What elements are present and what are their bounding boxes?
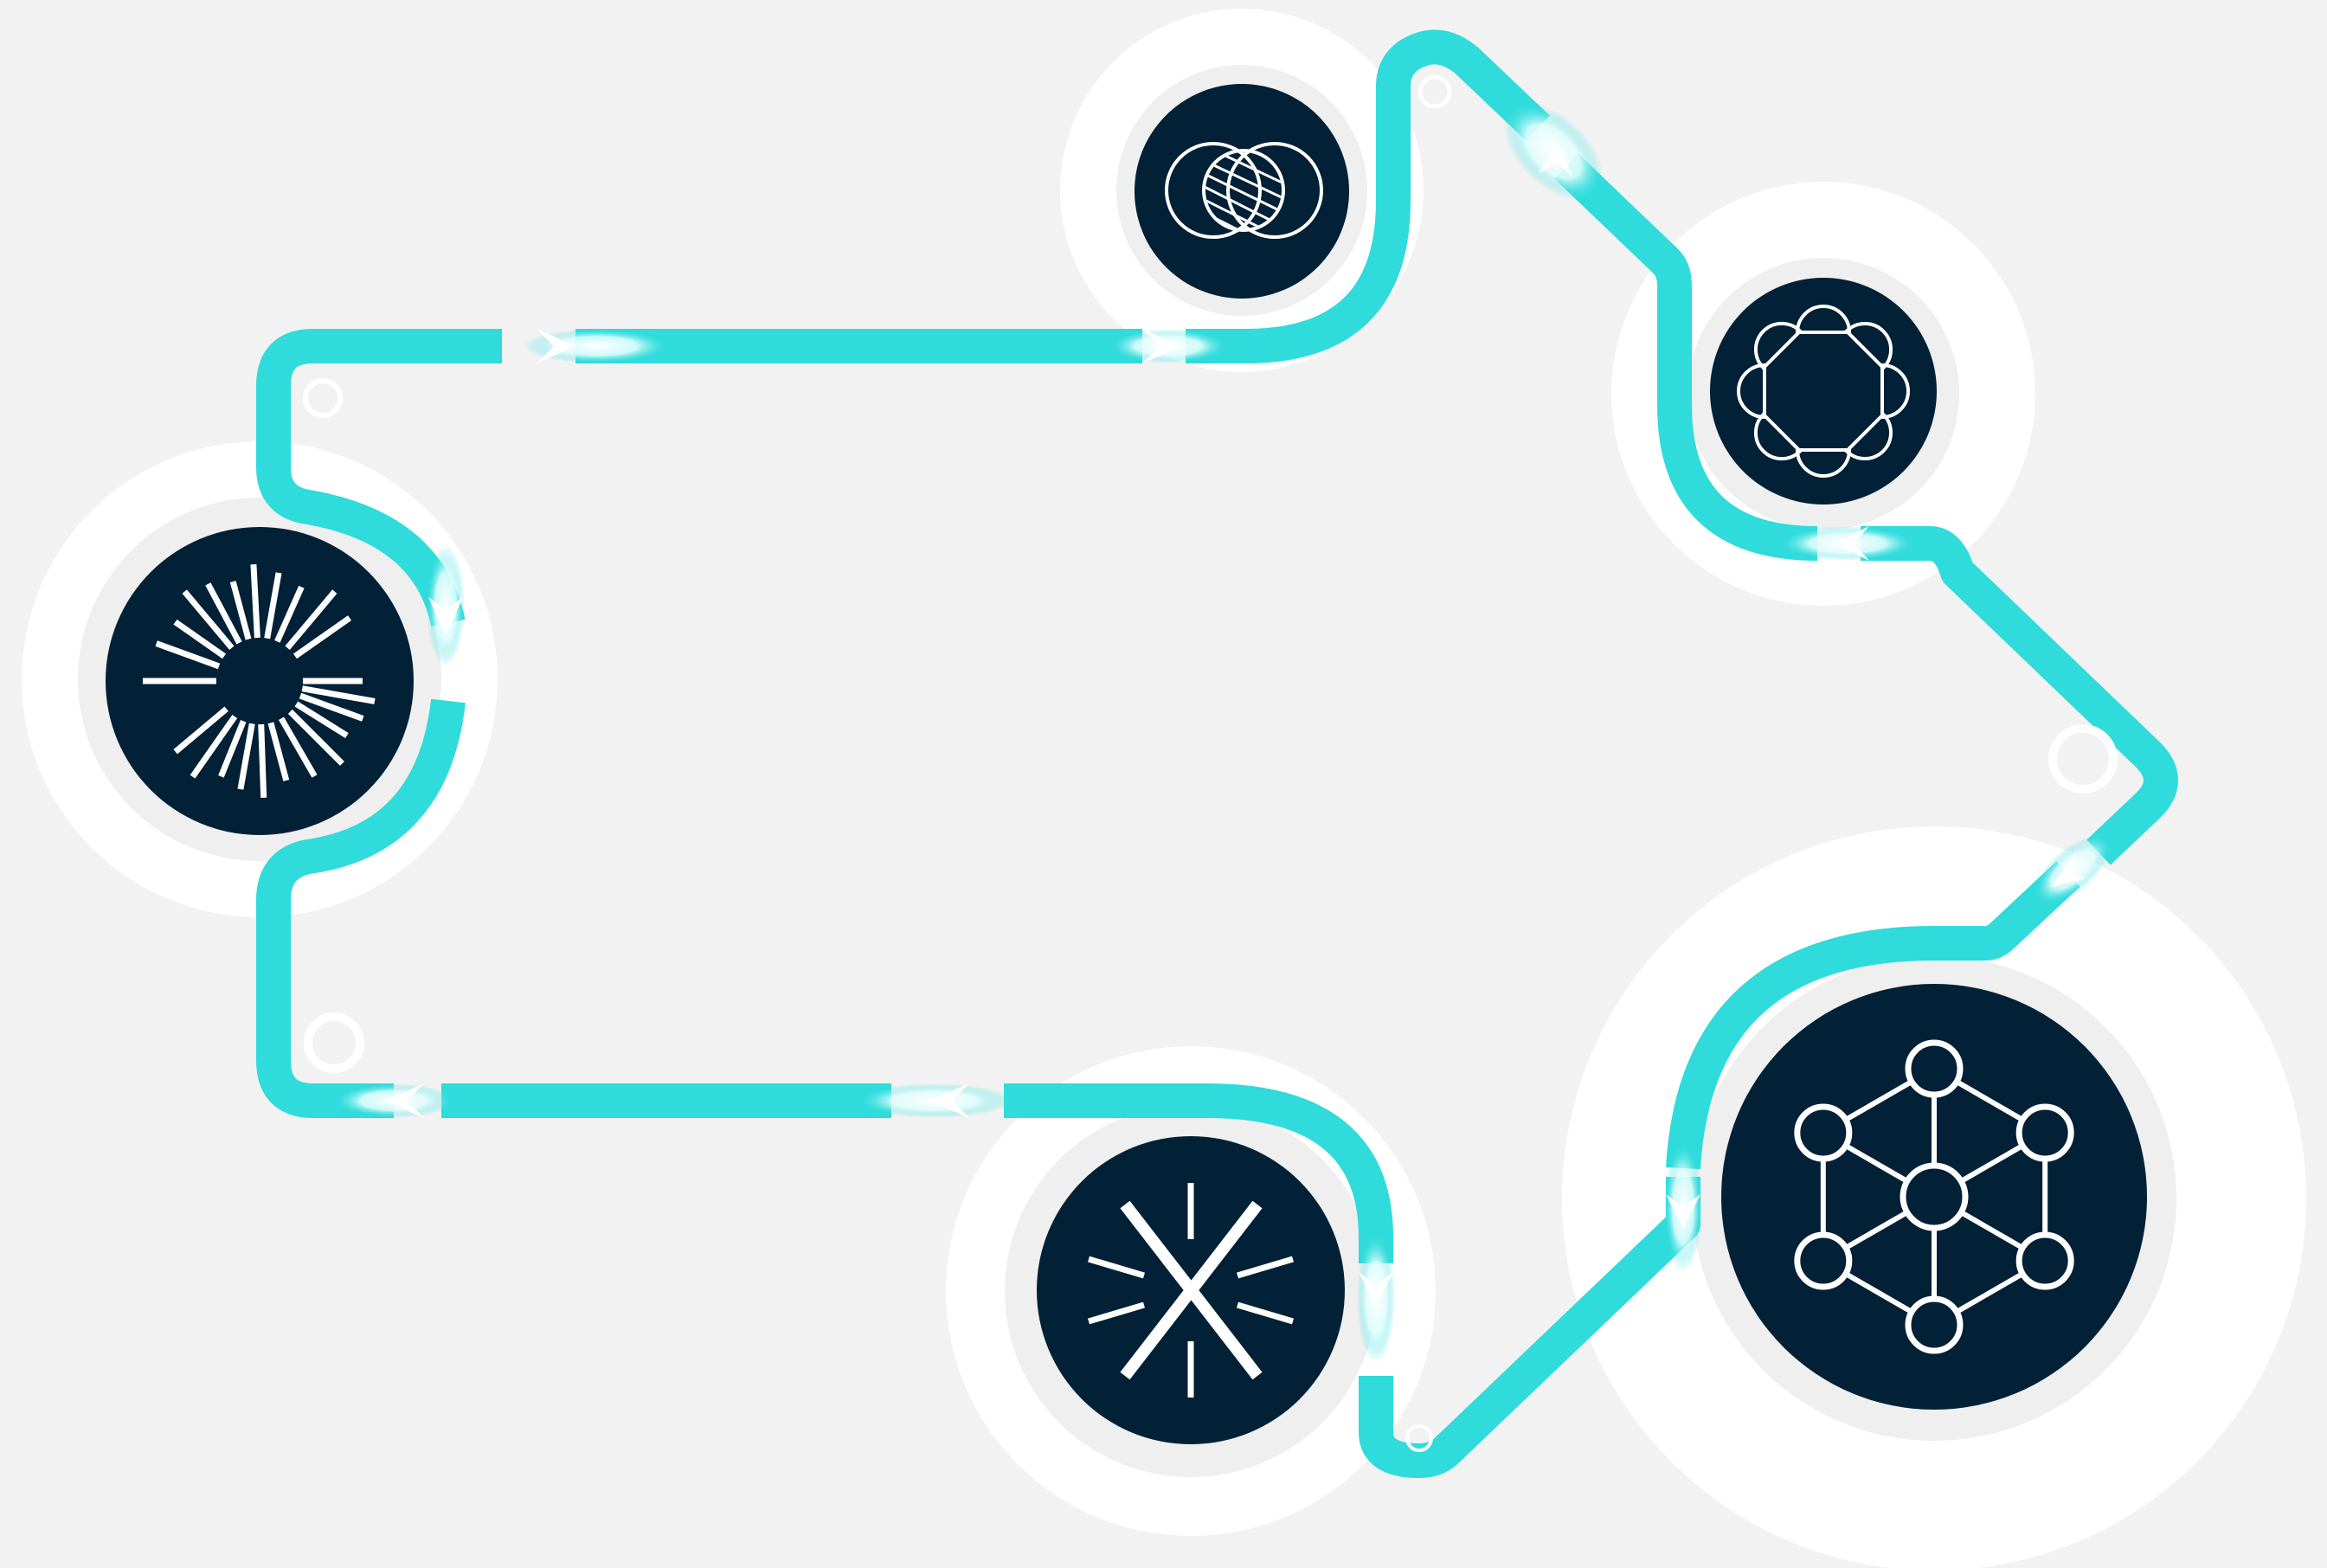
sunburst-ray [237,723,255,790]
small-ring [304,1012,364,1073]
sunburst-ray [250,564,260,639]
arrow-marker-6 [1664,1142,1702,1272]
connector-fan-arc [1554,153,1818,561]
small-ring [1405,1424,1433,1452]
fan-segment [1795,448,1852,478]
sunburst-ray [287,709,344,766]
sunburst-ray [274,585,305,643]
fan-segment [1844,412,1893,461]
sunburst-ray [299,692,364,722]
asterisk-x-icon [1088,1183,1294,1398]
hexagon-network-icon [1794,1039,2074,1354]
sunburst-ray [229,581,252,640]
fan-segment [1795,305,1852,334]
network-node [1905,1039,1964,1098]
fan-segment [1753,321,1803,370]
sunburst-ray [205,582,242,645]
sunburst-ray [173,706,228,755]
arrow-marker-3 [1503,102,1604,201]
network-node [1794,1103,1853,1162]
sunburst-ray [173,619,227,659]
fan-segment [1844,321,1893,370]
sunburst-ray [292,615,352,659]
network-node [1905,1295,1964,1354]
overlapping-circles-icon [1165,142,1323,239]
connector-network-arc [1666,861,2080,1170]
fan-segment [1737,363,1766,420]
network-node [2015,1103,2074,1162]
sunburst-ray [218,720,247,778]
arrow-marker-7 [1357,1233,1395,1363]
connector-path [256,29,2178,1478]
arrow-marker-2 [1108,329,1229,363]
arrow-marker-9 [333,1083,454,1118]
small-ring [303,378,343,418]
sunburst-ray [285,589,337,650]
connector-top-right [1186,29,1550,363]
network-node [1794,1231,1853,1290]
semicircle-fan-icon [1737,305,1910,478]
connector-left-lower [256,698,466,1118]
node-fan [1710,278,1937,504]
arrow-marker-1 [524,329,671,363]
flow-arrows [333,102,2112,1363]
decor-rings [303,74,2118,1452]
sunburst-ray [301,685,376,704]
small-ring [2048,724,2118,794]
arrow-marker-5 [2033,834,2112,905]
sunburst-ray [258,723,267,799]
sunburst-ray [294,701,349,739]
arrow-marker-10 [427,545,465,666]
fan-segment [1880,363,1910,420]
network-node [2015,1231,2074,1290]
sunburst-ray [264,572,282,639]
sunburst-ray [267,722,290,781]
connector-right-arm [1861,526,2178,865]
arrow-marker-8 [857,1083,1012,1118]
sunburst-ray [278,717,318,778]
connector-bottom-right [1004,1083,1393,1263]
fan-segment [1753,412,1803,461]
sunburst-ray [155,640,221,670]
arrow-marker-4 [1778,526,1917,561]
sunburst-ray [182,589,235,650]
connector-top-left [256,329,502,627]
small-ring [1417,74,1452,109]
sunburst-rays-icon [143,564,376,799]
sunburst-ray [190,714,238,779]
network-hub [1900,1162,1969,1231]
connector-dip [1359,1177,1700,1478]
